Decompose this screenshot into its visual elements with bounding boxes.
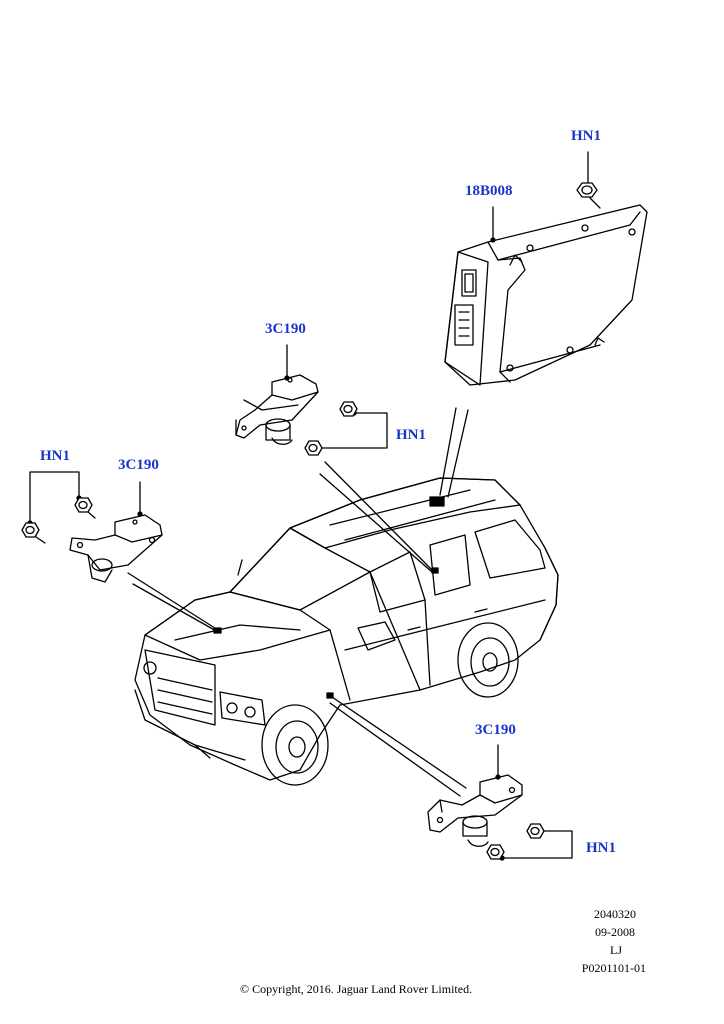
callout-hn1-bottom[interactable]: HN1	[586, 840, 616, 856]
nut-hn1-left-upper[interactable]	[74, 497, 96, 519]
vehicle-illustration	[134, 477, 559, 786]
callout-hn1-top[interactable]: HN1	[571, 128, 601, 144]
sensor-3c190-bottom[interactable]	[427, 774, 523, 847]
nut-hn1-middle-upper[interactable]	[339, 401, 358, 417]
callout-hn1-left[interactable]: HN1	[40, 448, 70, 464]
nut-hn1-left-lower[interactable]	[21, 522, 46, 544]
callout-18b008[interactable]: 18B008	[465, 183, 513, 199]
sensor-3c190-left[interactable]	[69, 514, 163, 583]
drawing-date: 09-2008	[595, 925, 635, 939]
control-module-18b008[interactable]	[444, 204, 648, 386]
nut-hn1-bottom-lower[interactable]	[486, 844, 505, 860]
callout-3c190-bottom[interactable]: 3C190	[475, 722, 516, 738]
sensor-3c190-middle[interactable]	[235, 374, 319, 445]
nut-hn1-bottom-upper[interactable]	[526, 823, 545, 839]
drawing-reference: P0201101-01	[581, 961, 646, 975]
nut-hn1-middle-lower[interactable]	[304, 440, 323, 456]
copyright-notice: © Copyright, 2016. Jaguar Land Rover Lim…	[240, 982, 473, 996]
callout-3c190-middle[interactable]: 3C190	[265, 321, 306, 337]
drawing-code: 2040320	[594, 907, 636, 921]
callout-3c190-left[interactable]: 3C190	[118, 457, 159, 473]
nut-hn1-top[interactable]	[576, 182, 601, 209]
callout-hn1-middle[interactable]: HN1	[396, 427, 426, 443]
drawing-initials: LJ	[610, 943, 622, 957]
